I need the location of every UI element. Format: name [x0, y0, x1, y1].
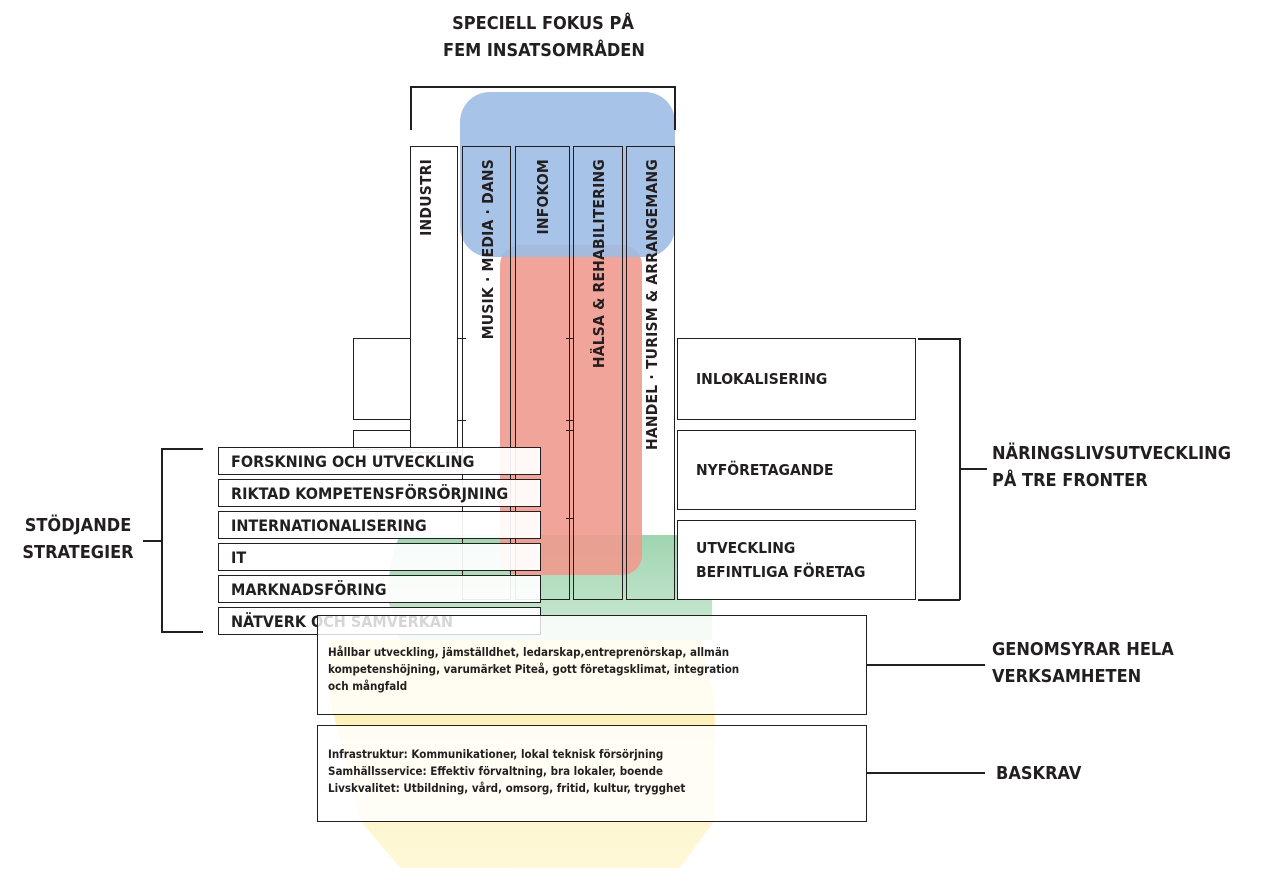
- basic-text-line-2: Samhällsservice: Effektiv förvaltning, b…: [328, 764, 664, 778]
- strategy-item: IT: [218, 543, 541, 571]
- basic-text-line-3: Livskvalitet: Utbildning, vård, omsorg, …: [328, 781, 686, 795]
- pervasive-text-line-2: kompetenshöjning, varumärket Piteå, gott…: [328, 662, 740, 676]
- focus-label-musik: MUSIK · MEDIA · DANS: [479, 159, 497, 340]
- col-connector-4: [566, 430, 574, 431]
- focus-column-infokom: INFOKOM: [515, 146, 570, 600]
- strategy-item: RIKTAD KOMPETENSFÖRSÖRJNING: [218, 479, 541, 507]
- front-label-line-2: BEFINTLIGA FÖRETAG: [696, 563, 866, 581]
- right-bracket-tick: [959, 468, 987, 470]
- left-heading-line-2: STRATEGIER: [22, 542, 134, 563]
- basic-text-line-1: Infrastruktur: Kommunikationer, lokal te…: [328, 747, 664, 761]
- pervasive-heading-line-1: GENOMSYRAR HELA: [992, 639, 1174, 660]
- pervasive-text-line-3: och mångfald: [328, 679, 408, 693]
- pervasive-text-line-1: Hållbar utveckling, jämställdhet, ledars…: [328, 645, 730, 659]
- front-label: INLOKALISERING: [696, 370, 828, 388]
- focus-column-halsa: HÄLSA & REHABILITERING: [573, 146, 623, 600]
- right-heading-line-2: PÅ TRE FRONTER: [992, 470, 1148, 491]
- right-heading: NÄRINGSLIVSUTVECKLING PÅ TRE FRONTER: [992, 440, 1231, 494]
- strategy-item: MARKNADSFÖRING: [218, 575, 541, 603]
- focus-label-handel: HANDEL · TURISM & ARRANGEMANG: [643, 159, 661, 450]
- focus-label-halsa: HÄLSA & REHABILITERING: [590, 159, 608, 369]
- top-bracket-right: [674, 86, 676, 130]
- top-heading-line-1: SPECIELL FOKUS PÅ: [452, 13, 634, 34]
- focus-column-industri: INDUSTRI: [410, 146, 458, 453]
- col-connector-3: [566, 420, 574, 421]
- left-bracket-top: [161, 448, 203, 450]
- front-utveckling: UTVECKLING BEFINTLIGA FÖRETAG: [677, 520, 916, 600]
- pervasive-heading: GENOMSYRAR HELA VERKSAMHETEN: [992, 636, 1174, 690]
- pervasive-connector: [867, 664, 985, 666]
- top-bracket: [410, 86, 675, 88]
- top-heading-line-2: FEM INSATSOMRÅDEN: [443, 40, 645, 61]
- strategy-item: FORSKNING OCH UTVECKLING: [218, 447, 541, 475]
- pervasive-heading-line-2: VERKSAMHETEN: [992, 666, 1142, 687]
- left-heading: STÖDJANDE STRATEGIER: [18, 512, 138, 566]
- col-connector-5: [566, 518, 574, 519]
- basic-heading: BASKRAV: [996, 763, 1082, 784]
- top-heading: SPECIELL FOKUS PÅ FEM INSATSOMRÅDEN: [443, 10, 645, 64]
- blue-cylinder: [460, 92, 675, 257]
- basic-connector: [867, 772, 985, 774]
- focus-label-infokom: INFOKOM: [534, 159, 552, 235]
- left-placeholder-box-1: [353, 338, 411, 420]
- top-bracket-left: [410, 86, 412, 130]
- strategy-item: INTERNATIONALISERING: [218, 511, 541, 539]
- right-bracket-top: [918, 338, 960, 340]
- right-bracket-bottom: [918, 599, 960, 601]
- pervasive-box: Hållbar utveckling, jämställdhet, ledars…: [317, 615, 867, 715]
- left-bracket-bottom: [161, 631, 203, 633]
- front-nyforetagande: NYFÖRETAGANDE: [677, 430, 916, 510]
- left-bracket-vertical: [161, 448, 163, 632]
- focus-label-industri: INDUSTRI: [417, 159, 435, 236]
- front-label-line-1: UTVECKLING: [696, 539, 796, 557]
- col-connector-6: [566, 338, 574, 339]
- left-bracket-tick: [143, 540, 161, 542]
- front-label: NYFÖRETAGANDE: [696, 461, 834, 479]
- front-inlokalisering: INLOKALISERING: [677, 338, 916, 420]
- right-heading-line-1: NÄRINGSLIVSUTVECKLING: [992, 443, 1232, 464]
- left-heading-line-1: STÖDJANDE: [24, 515, 132, 536]
- basic-box: Infrastruktur: Kommunikationer, lokal te…: [317, 725, 867, 822]
- focus-column-handel: HANDEL · TURISM & ARRANGEMANG: [626, 146, 675, 600]
